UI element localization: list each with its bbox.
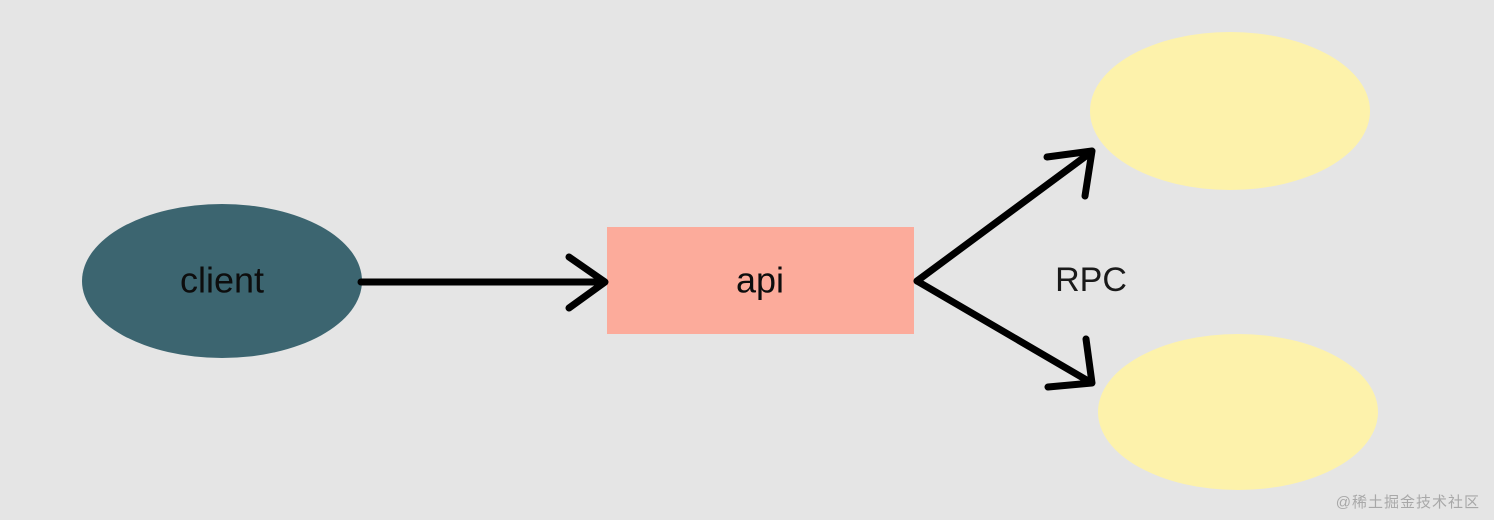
edge-api-to-service-upper[interactable]: [913, 147, 1096, 285]
node-client[interactable]: client: [82, 204, 362, 358]
edge-client-to-api[interactable]: [357, 253, 609, 312]
node-client-ellipse[interactable]: [82, 204, 362, 358]
edge-api-to-service-lower-line[interactable]: [913, 277, 1094, 386]
node-service-upper-ellipse[interactable]: [1090, 32, 1370, 190]
node-service-lower-ellipse[interactable]: [1098, 334, 1378, 490]
node-service-lower[interactable]: [1098, 334, 1378, 490]
node-api[interactable]: api: [607, 227, 914, 334]
node-service-upper[interactable]: [1090, 32, 1370, 190]
node-api-rect[interactable]: [607, 227, 914, 334]
edge-api-to-service-upper-line[interactable]: [913, 149, 1094, 285]
edge-label-rpc: RPC: [1055, 261, 1127, 299]
edge-api-to-service-upper-arrowhead: [1043, 147, 1096, 200]
edge-api-to-service-lower[interactable]: [913, 277, 1096, 391]
watermark: @稀土掘金技术社区: [1335, 494, 1480, 511]
edge-api-to-service-lower-arrowhead: [1044, 335, 1096, 391]
edge-client-to-api-arrowhead: [565, 253, 609, 312]
